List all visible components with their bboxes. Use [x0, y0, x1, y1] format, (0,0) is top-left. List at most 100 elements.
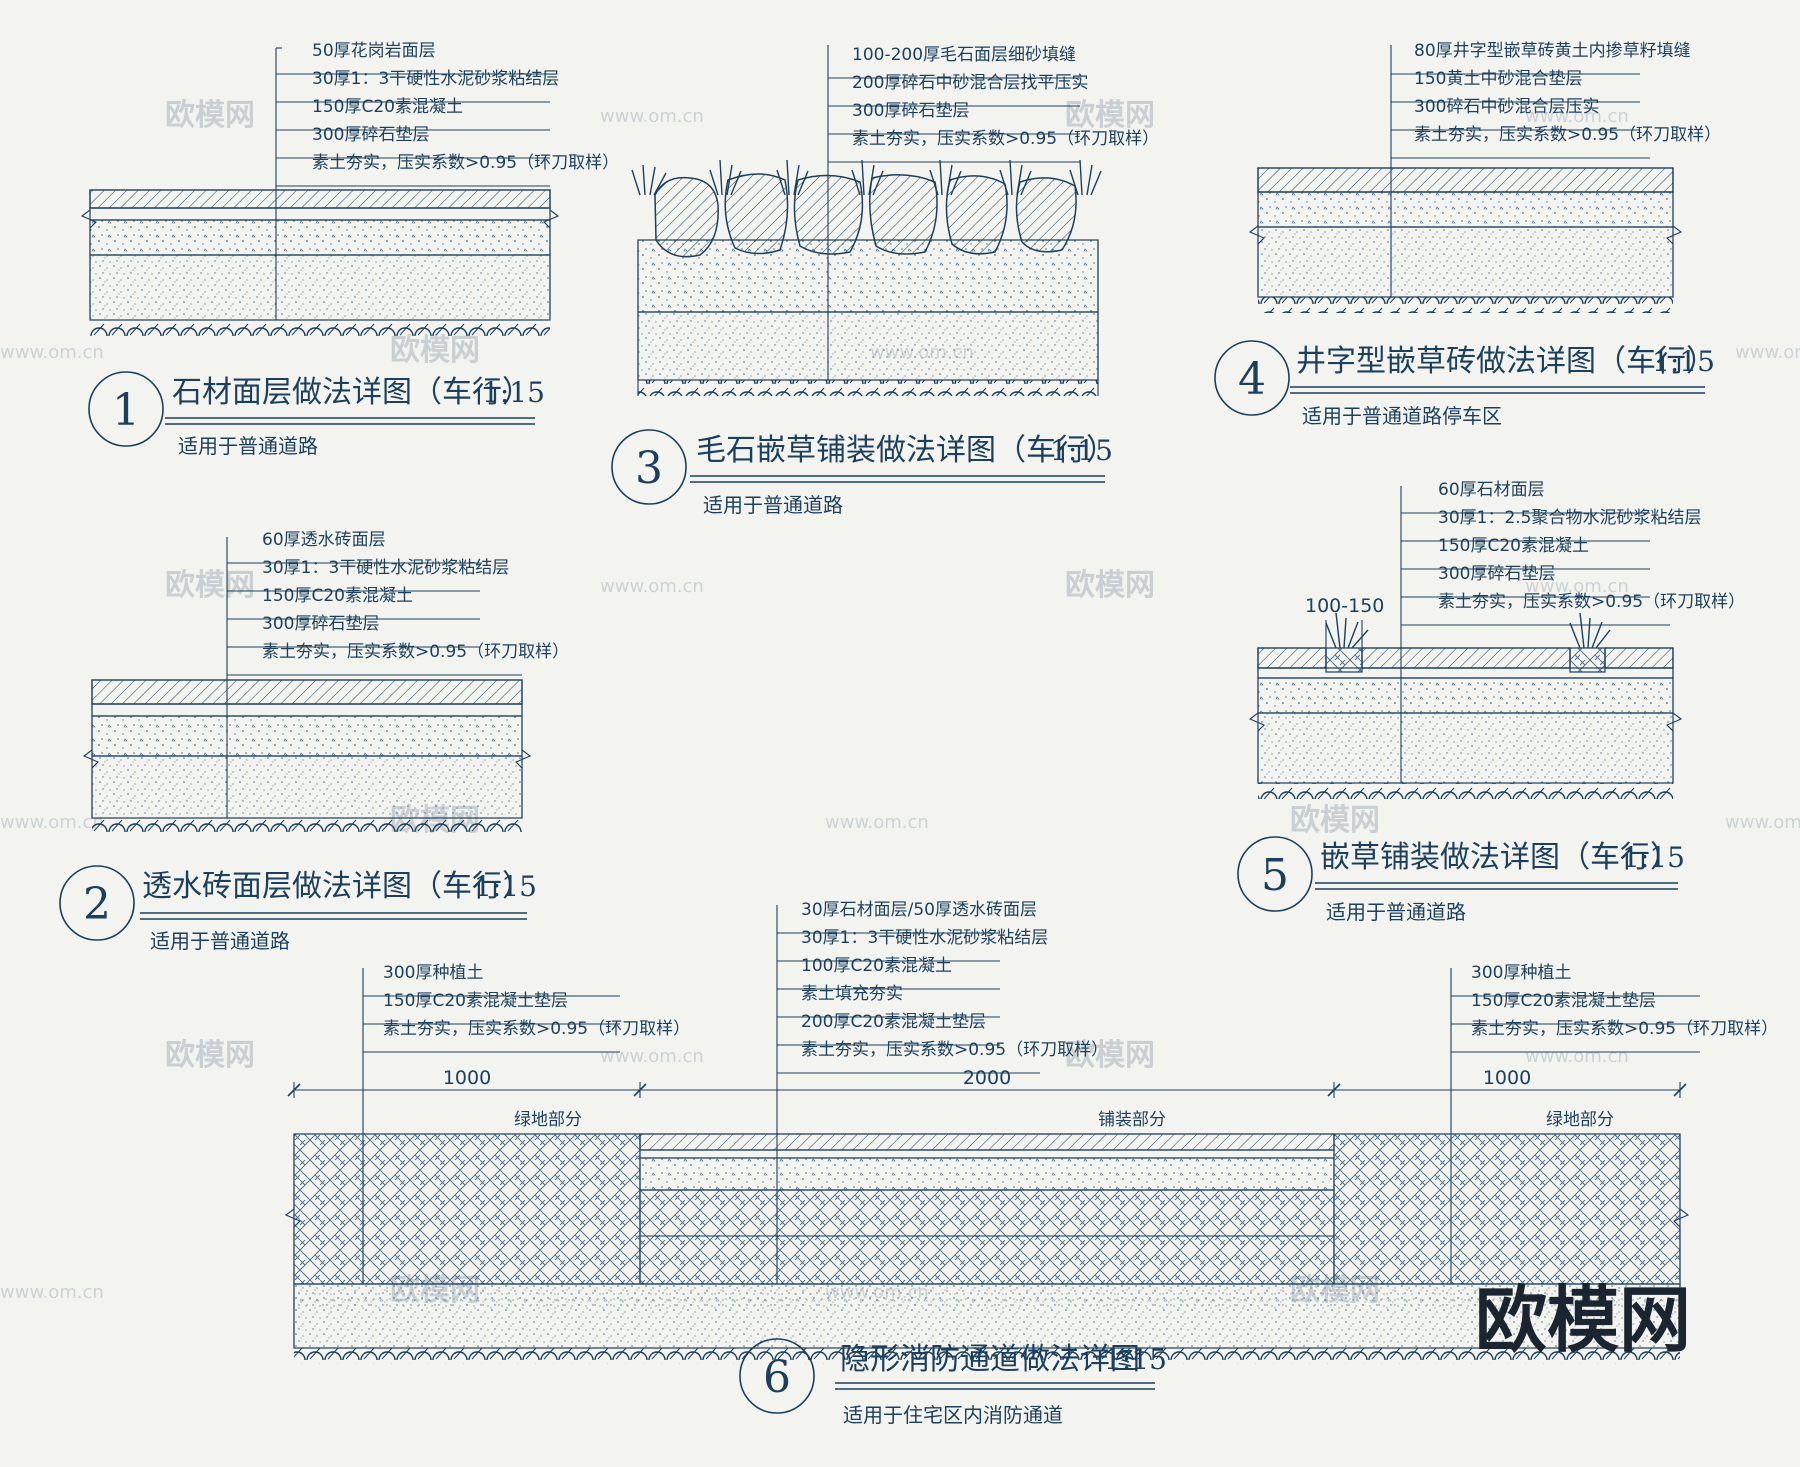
- detail-3-subtitle: 适用于普通道路: [703, 493, 843, 517]
- detail-4-note: 素土夯实，压实系数>0.95（环刀取样）: [1414, 125, 1721, 145]
- detail-5-note: 30厚1：2.5聚合物水泥砂浆粘结层: [1438, 508, 1701, 528]
- detail-5-number: 5: [1261, 850, 1289, 901]
- detail-6-note-left: 150厚C20素混凝土垫层: [383, 991, 568, 1011]
- detail-1-note: 150厚C20素混凝土: [312, 97, 463, 117]
- detail-2-notes: 60厚透水砖面层 30厚1：3干硬性水泥砂浆粘结层 150厚C20素混凝土 30…: [227, 530, 569, 676]
- detail-1-number-circle: [88, 371, 164, 447]
- detail-3: 100-200厚毛石面层细砂填缝 200厚碎石中砂混合层找平压实 300厚碎石垫…: [611, 45, 1159, 517]
- detail-3-number: 3: [635, 443, 663, 494]
- watermark-url: www.om.cn: [1725, 812, 1800, 833]
- detail-6-section: [284, 905, 1690, 1364]
- detail-5-note: 150厚C20素混凝土: [1438, 536, 1589, 556]
- detail-4-scale: 1:15: [1652, 345, 1715, 378]
- detail-2-number-circle: [59, 865, 135, 941]
- detail-6-number-circle: [739, 1338, 815, 1414]
- detail-5-subtitle: 适用于普通道路: [1326, 900, 1466, 924]
- detail-1-section: [80, 48, 560, 336]
- detail-6-subtitle: 适用于住宅区内消防通道: [843, 1403, 1063, 1427]
- watermark-text: 欧模网: [1065, 98, 1155, 133]
- detail-6-note-center: 素土填充夯实: [801, 984, 903, 1004]
- watermark-url: www.om.cn: [600, 576, 704, 597]
- detail-2-title: 透水砖面层做法详图（车行）: [142, 869, 532, 904]
- detail-6-notes-right: 300厚种植土 150厚C20素混凝土垫层 素土夯实，压实系数>0.95（环刀取…: [1451, 963, 1778, 1053]
- detail-2: 60厚透水砖面层 30厚1：3干硬性水泥砂浆粘结层 150厚C20素混凝土 30…: [59, 530, 569, 953]
- detail-2-note: 素土夯实，压实系数>0.95（环刀取样）: [262, 642, 569, 662]
- detail-1-title: 石材面层做法详图（车行）: [172, 375, 532, 410]
- detail-6-number: 6: [763, 1352, 791, 1403]
- detail-3-note: 200厚碎石中砂混合层找平压实: [852, 73, 1088, 93]
- watermark-url: www.om.cn: [0, 1282, 104, 1303]
- detail-3-notes: 100-200厚毛石面层细砂填缝 200厚碎石中砂混合层找平压实 300厚碎石垫…: [828, 45, 1159, 163]
- detail-6-zone-left: 绿地部分: [514, 1110, 582, 1130]
- watermark-url: www.om.cn: [1525, 106, 1629, 127]
- watermark-url: www.om.cn: [1525, 576, 1629, 597]
- detail-5-title: 嵌草铺装做法详图（车行）: [1320, 840, 1680, 875]
- detail-4-note: 80厚井字型嵌草砖黄土内掺草籽填缝: [1414, 41, 1691, 61]
- detail-1-note: 30厚1：3干硬性水泥砂浆粘结层: [312, 69, 559, 89]
- detail-1: 50厚花岗岩面层 30厚1：3干硬性水泥砂浆粘结层 150厚C20素混凝土 30…: [80, 41, 619, 458]
- watermark-url: www.om.cn: [0, 342, 104, 363]
- detail-6-dim-center: 2000: [963, 1067, 1011, 1089]
- detail-4-subtitle: 适用于普通道路停车区: [1302, 404, 1502, 428]
- detail-1-note: 50厚花岗岩面层: [312, 41, 436, 61]
- watermark-url: www.om.cn: [600, 1046, 704, 1067]
- detail-6-note-left: 300厚种植土: [383, 963, 483, 983]
- detail-6-note-center: 素土夯实，压实系数>0.95（环刀取样）: [801, 1040, 1108, 1060]
- detail-6-zone-center: 铺装部分: [1098, 1110, 1166, 1130]
- detail-1-note: 素土夯实，压实系数>0.95（环刀取样）: [312, 153, 619, 173]
- watermark-logo: 欧模网: [1475, 1278, 1691, 1362]
- watermark-layer: 欧模网 www.om.cn 欧模网 www.om.cn www.om.cn 欧模…: [0, 98, 1800, 1308]
- detail-1-scale: 1:15: [482, 376, 545, 409]
- detail-5-note: 60厚石材面层: [1438, 480, 1545, 500]
- detail-6-note-center: 30厚石材面层/50厚透水砖面层: [801, 900, 1037, 920]
- detail-3-note: 100-200厚毛石面层细砂填缝: [852, 45, 1076, 65]
- grass-tufts: [1325, 612, 1611, 649]
- detail-5-dimension: 100-150: [1305, 595, 1384, 648]
- detail-6-note-center: 100厚C20素混凝土: [801, 956, 952, 976]
- detail-6-note-center: 200厚C20素混凝土垫层: [801, 1012, 986, 1032]
- detail-2-number: 2: [83, 879, 111, 930]
- watermark-text: 欧模网: [165, 98, 255, 133]
- detail-5-number-circle: [1237, 836, 1313, 912]
- watermark-text: 欧模网: [165, 1038, 255, 1073]
- detail-2-note: 30厚1：3干硬性水泥砂浆粘结层: [262, 558, 509, 578]
- detail-2-note: 60厚透水砖面层: [262, 530, 386, 550]
- detail-6-notes-center: 30厚石材面层/50厚透水砖面层 30厚1：3干硬性水泥砂浆粘结层 100厚C2…: [777, 900, 1108, 1074]
- detail-4-number-circle: [1214, 340, 1290, 416]
- watermark-text: 欧模网: [165, 568, 255, 603]
- detail-5-note: 300厚碎石垫层: [1438, 564, 1555, 584]
- detail-5-dimension-label: 100-150: [1305, 595, 1384, 617]
- detail-6-note-right: 素土夯实，压实系数>0.95（环刀取样）: [1471, 1019, 1778, 1039]
- detail-5: 100-150 60厚石材面层 30厚1：2.5聚合物水泥砂浆粘结层 150厚C…: [1237, 480, 1745, 924]
- detail-3-title: 毛石嵌草铺装做法详图（车行）: [696, 433, 1116, 468]
- detail-6: 1000 2000 1000 绿地部分 铺装部分 绿地部分 300厚种植: [284, 900, 1778, 1427]
- detail-6-zone-right: 绿地部分: [1546, 1110, 1614, 1130]
- watermark-text: 欧模网: [1065, 1038, 1155, 1073]
- detail-1-note: 300厚碎石垫层: [312, 125, 429, 145]
- detail-6-zone-labels: 绿地部分 铺装部分 绿地部分: [514, 1110, 1614, 1130]
- detail-4: 80厚井字型嵌草砖黄土内掺草籽填缝 150黄土中砂混合垫层 300碎石中砂混合层…: [1214, 41, 1721, 428]
- detail-2-subtitle: 适用于普通道路: [150, 929, 290, 953]
- detail-3-note: 素土夯实，压实系数>0.95（环刀取样）: [852, 129, 1159, 149]
- detail-2-section: [82, 537, 532, 834]
- detail-4-section: [1248, 45, 1683, 313]
- detail-4-note: 300碎石中砂混合层压实: [1414, 97, 1599, 117]
- grass-tufts: [631, 159, 1102, 196]
- detail-6-note-center: 30厚1：3干硬性水泥砂浆粘结层: [801, 928, 1048, 948]
- detail-5-note: 素土夯实，压实系数>0.95（环刀取样）: [1438, 592, 1745, 612]
- detail-6-note-right: 150厚C20素混凝土垫层: [1471, 991, 1656, 1011]
- watermark-url: www.om.cn: [0, 812, 104, 833]
- detail-6-note-right: 300厚种植土: [1471, 963, 1571, 983]
- watermark-url: www.om.cn: [825, 812, 929, 833]
- detail-4-number: 4: [1238, 354, 1266, 405]
- detail-1-subtitle: 适用于普通道路: [178, 434, 318, 458]
- watermark-url: www.om.cn: [1525, 1046, 1629, 1067]
- detail-6-dim-left: 1000: [443, 1067, 491, 1089]
- detail-2-note: 150厚C20素混凝土: [262, 586, 413, 606]
- detail-6-dimension-line: 1000 2000 1000: [287, 1067, 1687, 1098]
- detail-6-note-left: 素土夯实，压实系数>0.95（环刀取样）: [383, 1019, 690, 1039]
- detail-4-title: 井字型嵌草砖做法详图（车行）: [1296, 344, 1716, 379]
- detail-6-dim-right: 1000: [1483, 1067, 1531, 1089]
- detail-1-number: 1: [112, 385, 140, 436]
